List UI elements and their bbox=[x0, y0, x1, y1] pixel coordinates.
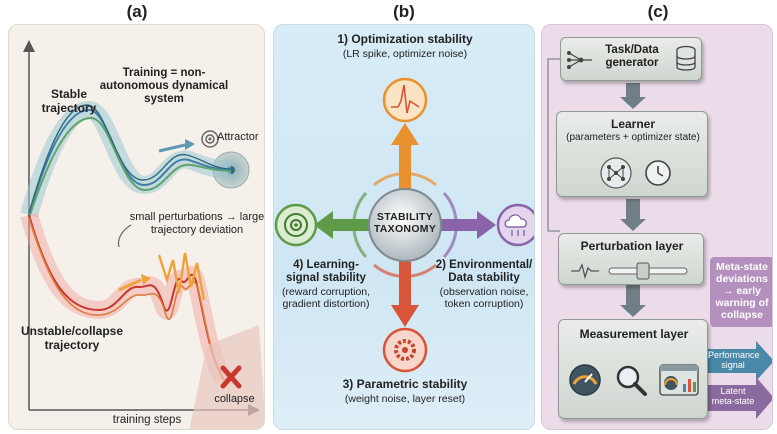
taxonomy-diagram bbox=[274, 77, 534, 373]
panel-b-taxonomy: STABILITY TAXONOMY 1) Optimization stabi… bbox=[273, 24, 535, 430]
database-icon bbox=[676, 45, 696, 71]
parametric-subtitle: (weight noise, layer reset) bbox=[344, 393, 466, 405]
perturbation-pointer bbox=[117, 224, 132, 248]
parametric-title: 3) Parametric stability bbox=[342, 377, 468, 391]
task-data-generator-box: Task/Data generator bbox=[560, 37, 702, 81]
x-axis-label: training steps bbox=[112, 414, 182, 426]
collapse-x-icon bbox=[220, 365, 242, 389]
panel-a-dynamics: Training = non-autonomous dynamical syst… bbox=[8, 24, 265, 430]
panel-c-letter: (c) bbox=[647, 2, 669, 21]
panel-c-pipeline: Task/Data generator Learner (parameters … bbox=[541, 24, 773, 430]
target-icon bbox=[201, 130, 219, 148]
learning-signal-subtitle: (reward corruption, gradient distortion) bbox=[281, 286, 371, 311]
flow-arrow-1 bbox=[158, 143, 186, 153]
learner-subtitle: (parameters + optimizer state) bbox=[566, 132, 700, 143]
flow-arrow-head-2 bbox=[141, 274, 151, 285]
unstable-trajectory-line-2 bbox=[28, 217, 225, 381]
arrow-learner-perturb-head bbox=[620, 219, 646, 231]
latent-meta-state-label: Latent meta-state bbox=[711, 386, 755, 407]
pipeline-diagram bbox=[547, 58, 772, 419]
arrow-optimization-head bbox=[391, 123, 419, 145]
network-icon bbox=[567, 51, 592, 69]
arrow-learning-head bbox=[314, 211, 333, 239]
optimization-title: 1) Optimization stability bbox=[337, 32, 473, 46]
gauge-icon bbox=[569, 364, 601, 396]
flow-arrow-2 bbox=[118, 278, 142, 292]
latent-arrow-shaft bbox=[708, 385, 758, 411]
arrow-task-learner-head bbox=[620, 97, 646, 109]
cloud-data-icon bbox=[504, 214, 527, 228]
panel-b-letter: (b) bbox=[393, 2, 415, 21]
attractor-label: Attractor bbox=[217, 131, 259, 143]
arrow-learner-perturb-shaft bbox=[626, 199, 640, 221]
stable-trajectory-label: Stable trajectory bbox=[41, 87, 97, 115]
arrow-perturb-measure-head bbox=[620, 305, 646, 317]
gear-icon bbox=[394, 339, 416, 361]
arrow-perturb-measure-shaft bbox=[626, 285, 640, 307]
magnifier-icon bbox=[616, 365, 647, 396]
unstable-band bbox=[20, 212, 232, 385]
performance-signal-label: Performance signal bbox=[708, 350, 760, 371]
center-hub bbox=[368, 188, 442, 262]
spike-icon bbox=[391, 84, 420, 114]
ring-arc-bottom bbox=[373, 263, 437, 278]
learning-signal-title: 4) Learning-signal stability bbox=[286, 259, 366, 285]
learner-box: Learner (parameters + optimizer state) bbox=[556, 111, 708, 197]
perturbation-controls bbox=[571, 262, 688, 280]
perturbation-label: small perturbations → large trajectory d… bbox=[129, 211, 265, 236]
perturbation-layer-box: Perturbation layer bbox=[558, 233, 704, 285]
collapse-label: collapse bbox=[214, 393, 255, 405]
perturbation-layer-title: Perturbation layer bbox=[580, 239, 684, 253]
collapse-region bbox=[189, 325, 264, 429]
arrow-environment-head bbox=[477, 211, 496, 239]
feedback-loop-line bbox=[547, 58, 560, 232]
performance-arrow-shaft bbox=[708, 349, 758, 373]
neural-network-icon bbox=[600, 157, 632, 189]
ring-arc-left bbox=[352, 192, 368, 258]
measurement-layer-box: Measurement layer bbox=[558, 319, 708, 419]
environment-subtitle: (observation noise, token corruption) bbox=[439, 286, 529, 311]
panel-a-letter: (a) bbox=[126, 2, 148, 21]
ring-arc-top bbox=[373, 172, 437, 187]
flow-arrow-head-1 bbox=[185, 139, 195, 150]
clock-icon bbox=[645, 160, 671, 186]
taxonomy-center-label: STABILITY TAXONOMY bbox=[373, 211, 437, 236]
stable-trajectory-line-3 bbox=[28, 104, 232, 214]
environment-title: 2) Environmental/ Data stability bbox=[435, 259, 533, 285]
stable-trajectory-line-2 bbox=[28, 116, 232, 219]
performance-arrow-head bbox=[756, 341, 772, 381]
panel-a-title: Training = non-autonomous dynamical syst… bbox=[99, 67, 229, 106]
task-data-generator-label: Task/Data generator bbox=[605, 44, 659, 70]
perturbation-zigzag bbox=[157, 252, 206, 301]
stable-trajectory-line-1 bbox=[28, 108, 232, 216]
perturbation-slider-handle bbox=[636, 262, 650, 280]
meta-state-note-box bbox=[710, 257, 772, 327]
meta-state-note: Meta-state deviations → early warning of… bbox=[715, 261, 769, 322]
learner-title: Learner bbox=[610, 117, 656, 131]
dashboard-icon bbox=[659, 364, 699, 396]
target-icon bbox=[284, 213, 308, 237]
ring-arc-right bbox=[442, 192, 458, 258]
trajectory-plot bbox=[20, 40, 264, 429]
noise-wave-icon bbox=[571, 263, 599, 280]
arrow-task-learner-shaft bbox=[626, 83, 640, 99]
arrow-parametric-head bbox=[391, 305, 419, 327]
unstable-trajectory-label: Unstable/collapse trajectory bbox=[20, 324, 124, 352]
optimization-subtitle: (LR spike, optimizer noise) bbox=[342, 48, 468, 60]
stable-band bbox=[20, 100, 232, 218]
latent-arrow-head bbox=[756, 377, 772, 419]
measurement-layer-title: Measurement layer bbox=[579, 327, 689, 341]
